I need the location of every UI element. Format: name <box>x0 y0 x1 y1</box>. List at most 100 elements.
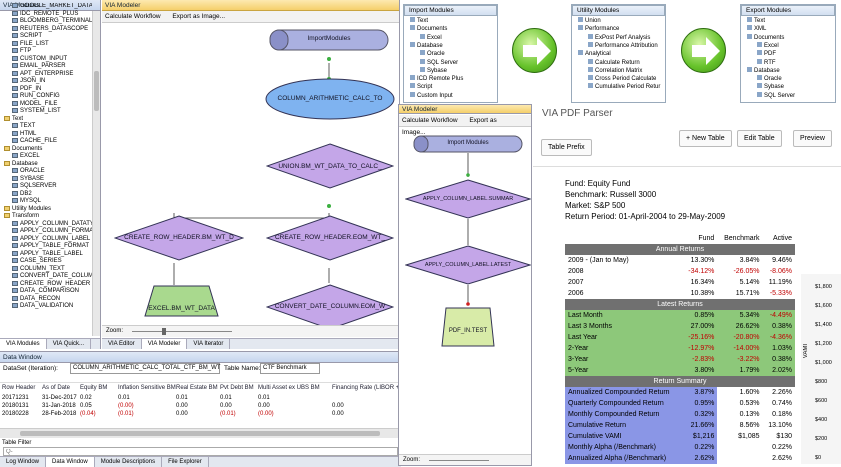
tree-item[interactable]: SYBASE <box>2 175 92 184</box>
data-grid[interactable]: Row Header As of Date Equity BM Inflation S… <box>0 382 419 432</box>
panel-item[interactable]: Sybase <box>757 83 784 91</box>
tab-data-window[interactable]: Data Window <box>46 457 95 467</box>
node-create-row-header-bm[interactable]: CREATE_ROW_HEADER.BM_WT_D <box>114 215 244 261</box>
panel-item[interactable]: PDF <box>757 50 776 58</box>
panel-item[interactable]: ICD Remote Plus <box>410 75 463 83</box>
tree-item[interactable]: PDF_IN <box>2 85 92 94</box>
panel-item[interactable]: Analytical <box>578 50 611 58</box>
panel-item[interactable]: Excel <box>757 41 779 50</box>
tree-item[interactable]: DATA_RECON <box>2 295 92 304</box>
tree-item[interactable]: APPLY_TABLE_LABEL <box>2 250 92 259</box>
tree-item[interactable]: Documents <box>2 145 92 154</box>
modules-scrollbar[interactable] <box>92 11 100 336</box>
tree-item[interactable]: SCRIPT <box>2 33 92 41</box>
zoom-slider-2[interactable] <box>429 460 489 461</box>
export-image-button[interactable]: Export as Image... <box>172 13 226 20</box>
panel-item[interactable]: Sybase <box>420 66 447 75</box>
node-convert-date-column[interactable]: CONVERT_DATE_COLUMN.EOM_W <box>266 284 394 330</box>
panel-item[interactable]: SQL Server <box>757 91 795 100</box>
tree-item[interactable]: JSON_IN <box>2 78 92 86</box>
panel-item[interactable]: Oracle <box>420 50 445 58</box>
panel-item[interactable]: Calculate Return <box>588 58 640 67</box>
tab-via-iterator[interactable]: VIA Iterator <box>187 339 231 349</box>
tree-item[interactable]: APPLY_COLUMN_DATATY <box>2 220 92 229</box>
node-create-row-header-eom[interactable]: CREATE_ROW_HEADER.EOM_WT_ <box>266 215 394 261</box>
tree-item[interactable]: DB2 <box>2 190 92 199</box>
panel-item[interactable]: Union <box>578 17 601 25</box>
panel-item[interactable]: Database <box>410 41 443 50</box>
table-prefix-button[interactable]: Table Prefix <box>541 139 592 156</box>
node-import-modules[interactable]: ImportModules <box>269 29 389 51</box>
tree-item[interactable]: APT_ENTERPRISE <box>2 70 92 79</box>
tree-item[interactable]: EMAIL_PARSER <box>2 63 92 71</box>
tree-item[interactable]: CREATE_ROW_HEADER <box>2 280 92 289</box>
tree-item[interactable]: CASE_SERIES <box>2 258 92 266</box>
panel-item[interactable]: Text <box>747 17 765 25</box>
new-table-button[interactable]: + New Table <box>679 130 732 147</box>
tab-via-quick[interactable]: VIA Quick... <box>47 339 92 349</box>
node2-apply-column-label-summary[interactable]: APPLY_COLUMN_LABEL.SUMMAR <box>405 179 531 219</box>
tree-item[interactable]: HTML <box>2 130 92 139</box>
tree-item[interactable]: SYSTEM_LIST <box>2 108 92 116</box>
export-image-button-2[interactable]: Export as Image... <box>402 117 497 136</box>
zoom-slider-handle[interactable] <box>162 328 166 335</box>
node-excel-bm-wt-data[interactable]: EXCEL.BM_WT_DATA <box>144 285 219 317</box>
tree-item[interactable]: IDC_REMOTE_PLUS <box>2 10 92 19</box>
tree-item[interactable]: TEXT <box>2 123 92 131</box>
tree-item[interactable]: Text <box>2 115 92 124</box>
panel-item[interactable]: Custom Input <box>410 91 453 100</box>
tree-item[interactable]: COLUMN_TEXT <box>2 265 92 274</box>
column-header[interactable]: Inflation Sensitive BM <box>118 385 176 391</box>
node2-apply-column-label-latest[interactable]: APPLY_COLUMN_LABEL.LATEST <box>405 245 531 285</box>
node2-import-modules[interactable]: Import Modules <box>413 135 523 153</box>
tab-via-modules[interactable]: VIA Modules <box>0 339 47 349</box>
panel-item[interactable]: Correlation Matrix <box>588 66 642 75</box>
tree-item[interactable]: DATA_COMPARISON <box>2 288 92 296</box>
tree-item[interactable]: MODEL_FILE <box>2 100 92 109</box>
column-header[interactable]: Multi Asset ex UBS BM <box>258 385 320 391</box>
panel-item[interactable]: ExPost Perf Analysis <box>588 33 650 42</box>
tab-file-explorer[interactable]: File Explorer <box>162 457 209 467</box>
tree-item[interactable]: FILE_LIST <box>2 40 92 49</box>
tree-item[interactable]: Transform <box>2 213 92 221</box>
table-filter-input[interactable] <box>3 447 398 456</box>
node-union[interactable]: UNION.BM_WT_DATA_TO_CALC_ <box>266 143 394 189</box>
calculate-workflow-button-2[interactable]: Calculate Workflow <box>402 117 458 124</box>
tree-item[interactable]: SQLSERVER <box>2 183 92 191</box>
panel-item[interactable]: XML <box>747 25 766 33</box>
column-header[interactable]: Equity BM <box>80 385 108 391</box>
dataset-select[interactable]: COLUMN_ARITHMETIC_CALC_TOTAL_CTF_BM_WT <box>70 363 220 374</box>
panel-item[interactable]: Documents <box>410 25 447 33</box>
tree-item[interactable]: APPLY_TABLE_FORMAT <box>2 243 92 251</box>
panel-item[interactable]: Documents <box>747 33 784 42</box>
column-header[interactable]: As of Date <box>42 385 71 391</box>
zoom-slider[interactable] <box>132 331 232 332</box>
table-name-select[interactable]: CTF Benchmark <box>260 363 320 374</box>
tree-item[interactable]: DATA_VALIDATION <box>2 303 92 311</box>
data-grid-hscroll[interactable] <box>0 428 401 438</box>
edit-table-button[interactable]: Edit Table <box>737 130 782 147</box>
tree-item[interactable]: APPLY_COLUMN_FORMAT <box>2 228 92 236</box>
tree-item[interactable]: Database <box>2 160 92 169</box>
tab-via-modeler[interactable]: VIA Modeler <box>141 339 188 349</box>
tab-module-descriptions[interactable]: Module Descriptions <box>95 457 163 467</box>
workflow-canvas-2[interactable] <box>399 127 533 427</box>
panel-item[interactable]: Performance Attribution <box>588 41 658 50</box>
panel-item[interactable]: Oracle <box>757 75 782 83</box>
column-header[interactable]: Row Header <box>2 385 36 391</box>
panel-item[interactable]: SQL Server <box>420 58 458 67</box>
calculate-workflow-button[interactable]: Calculate Workflow <box>105 13 161 20</box>
tree-item[interactable]: CONVERT_DATE_COLUMN <box>2 273 92 281</box>
node-column-arithmetic[interactable]: COLUMN_ARITHMETIC_CALC_TO <box>265 78 395 120</box>
panel-item[interactable]: Cross Period Calculate <box>588 75 656 83</box>
tree-item[interactable]: APPLY_COLUMN_LABEL <box>2 235 92 244</box>
node2-pdf-in-test[interactable]: PDF_IN.TEST <box>441 307 495 347</box>
panel-item[interactable]: Text <box>410 17 428 25</box>
tree-item[interactable]: MYSQL <box>2 198 92 206</box>
tree-item[interactable]: Utility Modules <box>2 205 92 214</box>
tree-item[interactable]: RUN_CONFIG <box>2 93 92 101</box>
panel-item[interactable]: RTF <box>757 58 776 67</box>
column-header[interactable]: Real Estate BM <box>176 385 218 391</box>
tree-item[interactable]: GOOGLE_MARKET_DATA <box>2 3 92 11</box>
tree-item[interactable]: CUSTOM_INPUT <box>2 55 92 64</box>
